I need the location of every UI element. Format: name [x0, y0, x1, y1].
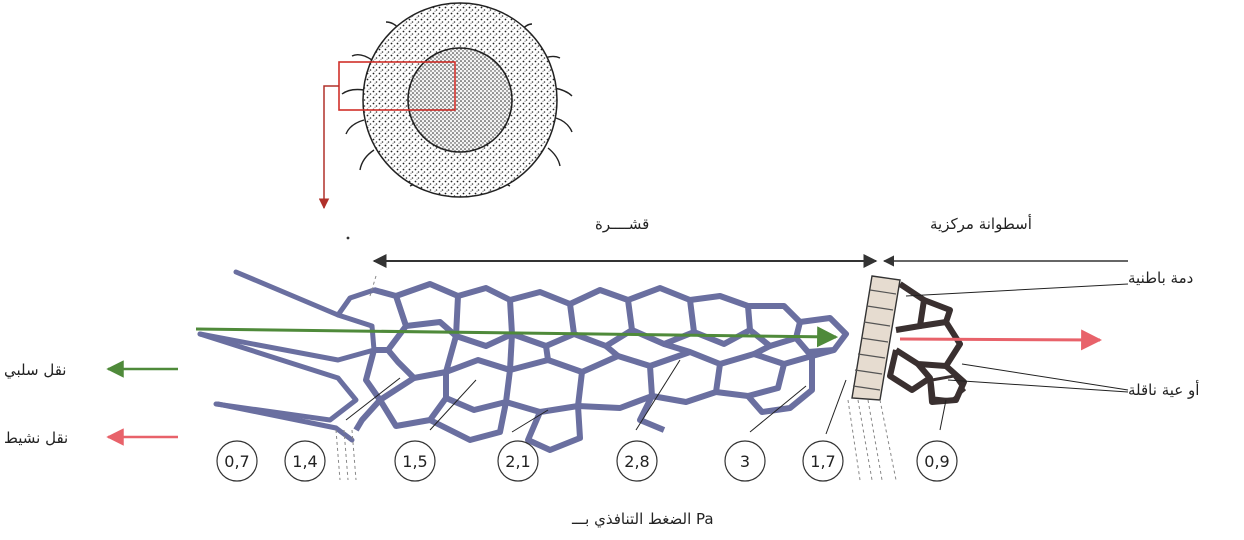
- pressure-value-circle: 1,5: [395, 441, 435, 481]
- pressure-value-label: 0,7: [224, 452, 249, 471]
- cortex-label: قشــــرة: [595, 215, 649, 233]
- pressure-value-label: 1,7: [810, 452, 835, 471]
- pressure-values: 0,7 1,4 1,5 2,1 2,8 3 1,7 0,9: [217, 441, 957, 481]
- root-cross-section: [324, 3, 572, 239]
- inset-pointer-arrow: [324, 86, 339, 208]
- central-cylinder-label: أسطوانة مركزية: [930, 214, 1032, 233]
- pressure-value-label: 2,1: [505, 452, 530, 471]
- endodermis-label: دمة باطنية: [1128, 269, 1193, 287]
- pressure-value-label: 0,9: [924, 452, 949, 471]
- pressure-value-circle: 1,7: [803, 441, 843, 481]
- pressure-value-circle: 3: [725, 441, 765, 481]
- conducting-vessels-label: أو عية ناقلة: [1128, 380, 1199, 399]
- pressure-value-label: 3: [740, 452, 750, 471]
- pressure-value-circle: 0,9: [917, 441, 957, 481]
- pressure-value-circle: 1,4: [285, 441, 325, 481]
- legend-active-label: نقل نشيط: [4, 429, 68, 447]
- cortex-cells: [356, 284, 846, 450]
- pressure-value-label: 1,4: [292, 452, 317, 471]
- legend-passive-label: نقل سلبي: [4, 361, 66, 380]
- endodermis-band: [852, 276, 900, 400]
- epidermis-cells: [200, 272, 374, 440]
- pressure-value-label: 2,8: [624, 452, 649, 471]
- pressure-value-circle: 2,8: [617, 441, 657, 481]
- pressure-value-label: 1,5: [402, 452, 427, 471]
- legend: نقل سلبي نقل نشيط: [4, 361, 178, 447]
- stele-cells: [890, 284, 964, 402]
- pressure-value-circle: 2,1: [498, 441, 538, 481]
- pressure-value-circle: 0,7: [217, 441, 257, 481]
- root-section-stele: [408, 48, 512, 152]
- active-transport-arrow: [900, 339, 1100, 340]
- pressure-caption: الضغط التنافذي بـــ Pa: [571, 510, 714, 529]
